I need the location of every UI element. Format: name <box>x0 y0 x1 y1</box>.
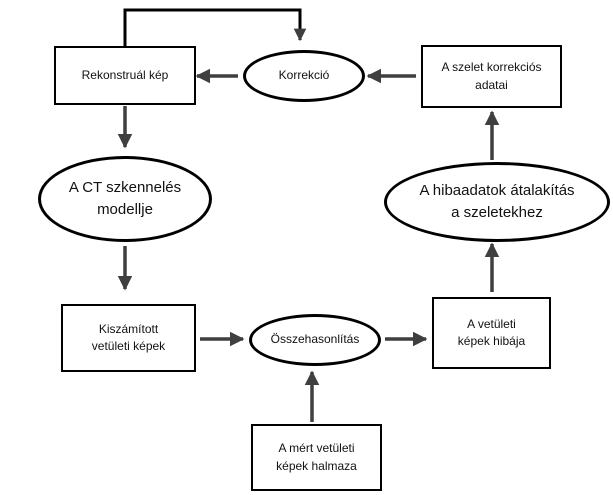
node-ct-modell: A CT szkennelés modellje <box>38 156 212 242</box>
node-hibaadatok-label: A hibaadatok átalakítás a szeletekhez <box>419 181 575 222</box>
node-mert-vetuleti-kepek-halmaza-label: A mért vetületi képek halmaza <box>276 441 357 473</box>
node-ct-modell-label: A CT szkennelés modellje <box>68 178 182 219</box>
node-szelet-korrekcios-adatai-label: A szelet korrekciós adatai <box>441 60 542 92</box>
node-vetuleti-kepek-hibaja-label: A vetületi képek hibája <box>457 316 526 348</box>
node-osszehasonlitas-label: Összehasonlítás <box>270 332 360 347</box>
node-kiszamitott-vetuleti-kepek: Kiszámított vetületi képek <box>61 304 196 372</box>
node-rekonstrual-kep-label: Rekonstruál kép <box>81 67 169 82</box>
feedback-loop-arrow <box>123 8 307 47</box>
node-mert-vetuleti-kepek-halmaza: A mért vetületi képek halmaza <box>251 424 382 491</box>
node-szelet-korrekcios-adatai: A szelet korrekciós adatai <box>421 45 562 108</box>
node-kiszamitott-vetuleti-kepek-label: Kiszámított vetületi képek <box>91 321 166 353</box>
node-korrekcio-label: Korrekció <box>278 68 330 83</box>
node-rekonstrual-kep: Rekonstruál kép <box>54 46 196 105</box>
node-korrekcio: Korrekció <box>243 50 365 102</box>
node-hibaadatok: A hibaadatok átalakítás a szeletekhez <box>384 162 610 242</box>
node-vetuleti-kepek-hibaja: A vetületi képek hibája <box>432 297 551 369</box>
node-osszehasonlitas: Összehasonlítás <box>249 314 381 366</box>
